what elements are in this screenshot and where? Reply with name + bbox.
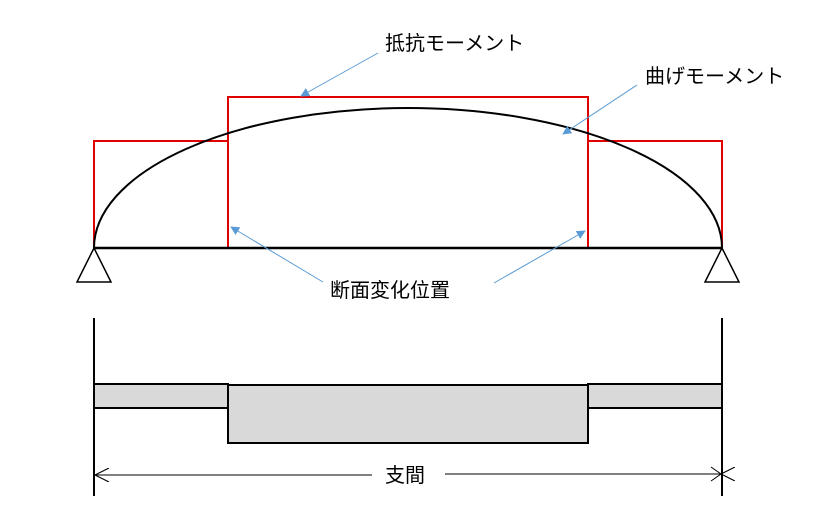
bending-moment-curve (93, 107, 723, 249)
left-support-icon (75, 246, 113, 283)
bending-moment-arrow (562, 84, 638, 135)
resisting-moment-arrow (300, 52, 379, 97)
resisting-moment-label: 抵抗モーメント (385, 31, 524, 55)
resisting-moment-line (93, 96, 723, 248)
beam-section-center-thick (227, 384, 589, 444)
beam-section-right-thin (587, 383, 723, 409)
span-label: 支間 (385, 463, 425, 487)
right-support-icon (703, 246, 741, 283)
bending-moment-label: 曲げモーメント (645, 64, 784, 88)
section-change-arrow-left (230, 226, 324, 283)
span-arrow-right-head (710, 466, 722, 482)
beam-section-left-thin (93, 383, 229, 409)
section-change-arrow-right (493, 230, 586, 284)
section-change-label: 断面変化位置 (330, 278, 450, 302)
